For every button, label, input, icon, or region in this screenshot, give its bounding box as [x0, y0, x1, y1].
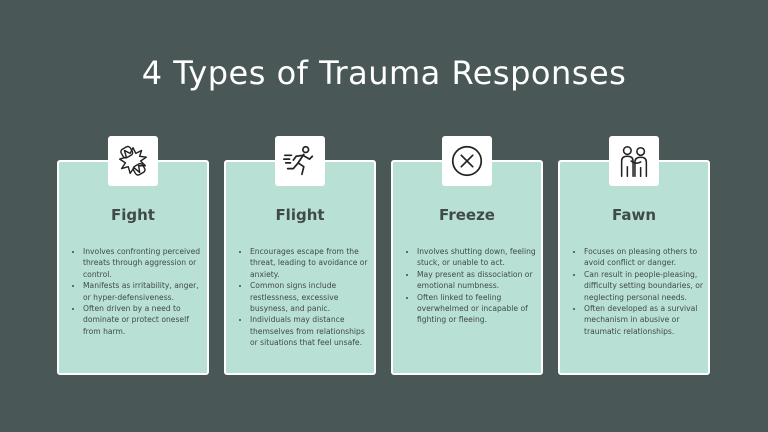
- list-item: Often driven by a need to dominate or pr…: [83, 303, 203, 337]
- card-title: Freeze: [439, 206, 495, 224]
- card-bullet-list: Focuses on pleasing others to avoid conf…: [568, 246, 704, 337]
- list-item: Encourages escape from the threat, leadi…: [250, 246, 370, 280]
- card-title: Fawn: [611, 206, 657, 224]
- card-freeze: Freeze Involves shutting down, feeling s…: [391, 136, 543, 375]
- list-item: Focuses on pleasing others to avoid conf…: [584, 246, 704, 269]
- card-bullet-list: Involves shutting down, feeling stuck, o…: [401, 246, 537, 326]
- page-title: 4 Types of Trauma Responses: [141, 54, 627, 92]
- card-fight: Fight Involves confronting perceived thr…: [57, 136, 209, 375]
- list-item: Individuals may distance themselves from…: [250, 314, 370, 348]
- list-item: Involves confronting perceived threats t…: [83, 246, 203, 280]
- list-item: May present as dissociation or emotional…: [417, 269, 537, 292]
- fist-bump-icon: [108, 136, 158, 186]
- list-item: Often linked to feeling overwhelmed or i…: [417, 292, 537, 326]
- circle-x-icon: [442, 136, 492, 186]
- card-title: Flight: [275, 206, 325, 224]
- list-item: Often developed as a survival mechanism …: [584, 303, 704, 337]
- card-fawn: Fawn Focuses on pleasing others to avoid…: [558, 136, 710, 375]
- running-person-icon: [275, 136, 325, 186]
- card-bullet-list: Involves confronting perceived threats t…: [67, 246, 203, 337]
- card-title: Fight: [111, 206, 155, 224]
- list-item: Can result in people-pleasing, difficult…: [584, 269, 704, 303]
- people-embrace-icon: [609, 136, 659, 186]
- card-bullet-list: Encourages escape from the threat, leadi…: [234, 246, 370, 349]
- list-item: Manifests as irritability, anger, or hyp…: [83, 280, 203, 303]
- list-item: Common signs include restlessness, exces…: [250, 280, 370, 314]
- card-flight: Flight Encourages escape from the threat…: [224, 136, 376, 375]
- list-item: Involves shutting down, feeling stuck, o…: [417, 246, 537, 269]
